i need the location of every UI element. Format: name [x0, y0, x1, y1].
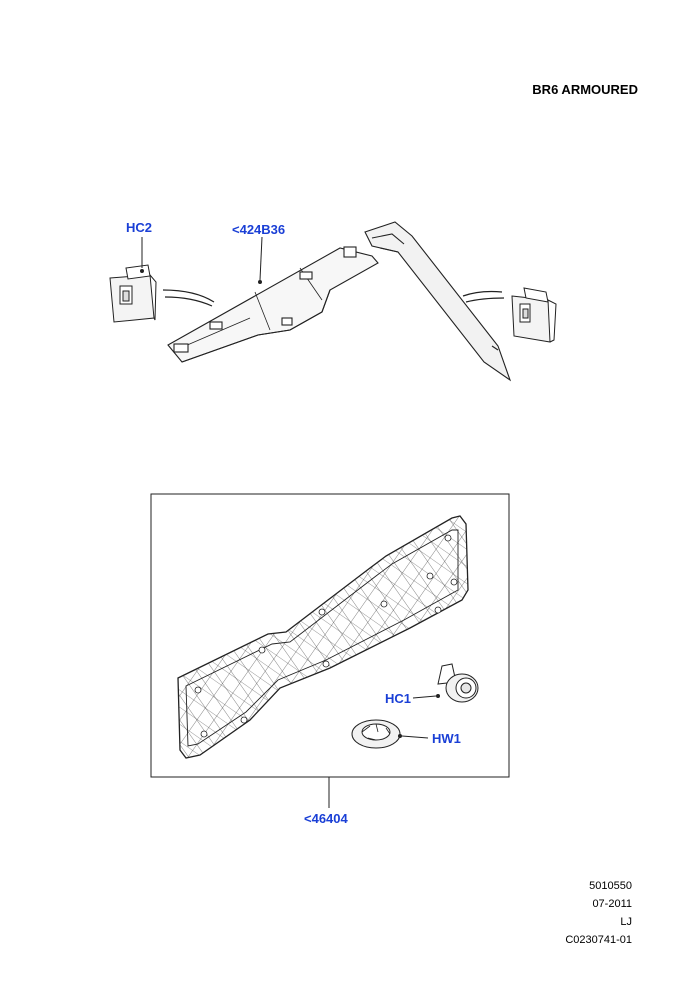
- lower-assembly-frame: [150, 493, 510, 778]
- right-clip-drawing: [511, 287, 557, 343]
- callout-upper-part[interactable]: <424B36: [232, 222, 286, 237]
- hw1-washer-drawing: [351, 719, 401, 749]
- callout-lower-part[interactable]: <46404: [304, 811, 348, 826]
- page-title: BR6 ARMOURED: [532, 82, 638, 97]
- callout-hc1[interactable]: HC1: [385, 691, 412, 706]
- callout-hw1[interactable]: HW1: [432, 731, 461, 746]
- footer-date: 07-2011: [592, 898, 632, 910]
- callout-hc2[interactable]: HC2: [126, 220, 153, 235]
- armoured-mesh-panel-drawing: [177, 515, 469, 759]
- upper-trim-panel-drawing: [167, 246, 379, 363]
- pillar-trim-drawing: [364, 221, 512, 382]
- footer-ref: C0230741-01: [565, 934, 632, 946]
- footer-code: LJ: [620, 916, 632, 928]
- hc2-clip-drawing: [109, 264, 157, 323]
- footer-number: 5010550: [589, 880, 632, 892]
- hc1-push-clip-drawing: [437, 663, 479, 703]
